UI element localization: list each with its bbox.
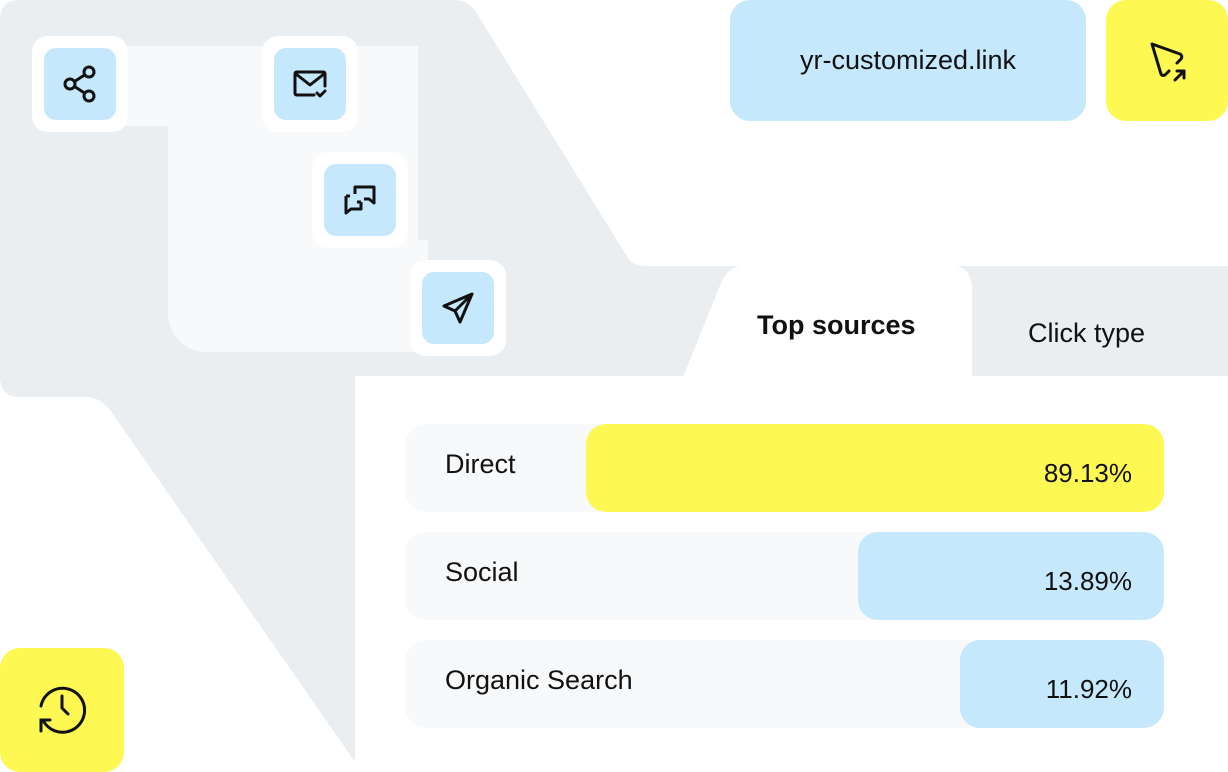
- tab-active-shape: [683, 265, 972, 377]
- custom-link-text: yr-customized.link: [799, 45, 1017, 75]
- open-link-button[interactable]: [1106, 0, 1228, 121]
- source-label: Direct: [445, 449, 516, 479]
- chat-tile[interactable]: [312, 152, 408, 248]
- sources-card: Direct 89.13% Social 13.89% Organic Sear…: [355, 376, 1228, 772]
- send-icon: [442, 292, 474, 324]
- history-button[interactable]: [0, 648, 124, 772]
- tab-click-type[interactable]: Click type: [1028, 318, 1146, 348]
- source-row-direct[interactable]: Direct 89.13%: [405, 424, 1164, 512]
- source-value: 11.92%: [1045, 674, 1132, 704]
- history-icon: [39, 686, 87, 734]
- source-row-social[interactable]: Social 13.89%: [405, 532, 1164, 620]
- tab-top-sources[interactable]: Top sources: [757, 310, 916, 340]
- source-bar: [960, 640, 1164, 728]
- chat-bubbles-icon: [344, 185, 376, 215]
- send-tile[interactable]: [410, 260, 506, 356]
- source-value: 89.13%: [1043, 458, 1132, 488]
- mail-check-tile[interactable]: [262, 36, 358, 132]
- mail-check-icon: [293, 70, 327, 98]
- lane-corner: [120, 126, 168, 136]
- source-bar: [858, 532, 1164, 620]
- cursor-click-icon: [1150, 42, 1186, 81]
- source-label: Social: [445, 557, 519, 587]
- share-icon: [63, 65, 96, 103]
- custom-link-field[interactable]: yr-customized.link: [730, 0, 1086, 121]
- source-bar: [586, 424, 1164, 512]
- source-label: Organic Search: [445, 665, 633, 695]
- source-row-organic-search[interactable]: Organic Search 11.92%: [405, 640, 1164, 728]
- share-tile[interactable]: [32, 36, 128, 132]
- source-value: 13.89%: [1043, 566, 1132, 596]
